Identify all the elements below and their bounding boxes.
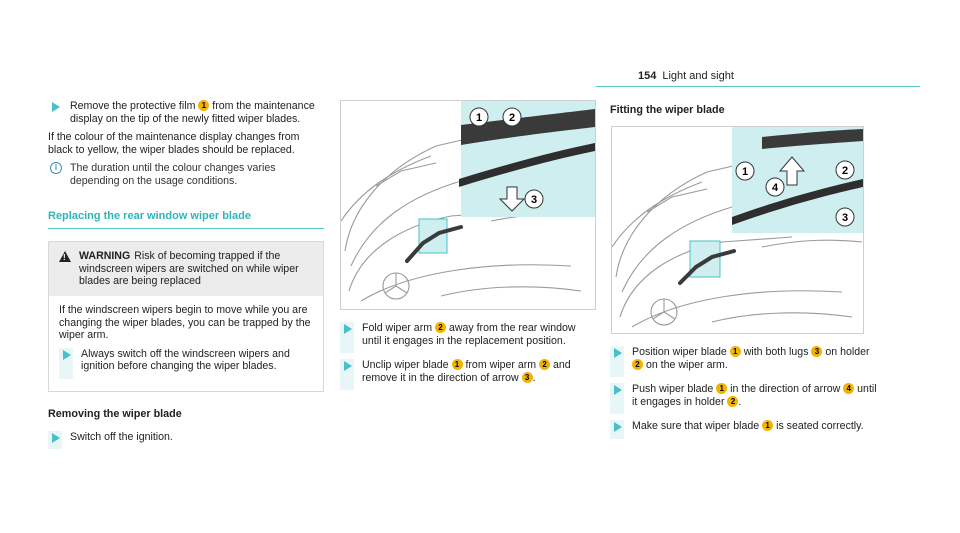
section-name: Light and sight: [662, 70, 734, 82]
svg-text:2: 2: [509, 112, 515, 124]
callout-2: 2: [539, 359, 551, 371]
warning-label: WARNING: [79, 250, 131, 263]
svg-text:4: 4: [772, 182, 779, 194]
warning-icon: [59, 251, 71, 265]
step-arrow-icon: [344, 324, 352, 334]
section-divider: [48, 228, 324, 230]
step-arrow-icon: [614, 348, 622, 358]
callout-2: 2: [727, 395, 739, 407]
step-remove-film: Remove the protective film 1 from the ma…: [48, 100, 324, 125]
column-3-steps: Position wiper blade 1 with both lugs 3 …: [610, 346, 880, 445]
paragraph-colour: If the colour of the maintenance display…: [48, 131, 300, 156]
figure2-callouts: 1 2 3 4: [735, 160, 855, 227]
callout-4: 4: [843, 383, 855, 395]
svg-text:1: 1: [742, 166, 748, 178]
figure-fit-wiper: 1 2 3 4: [611, 126, 864, 334]
step-make-sure: Make sure that wiper blade 1 is seated c…: [610, 420, 880, 439]
note-duration: i The duration until the colour changes …: [48, 162, 324, 187]
step-arrow-icon: [614, 422, 622, 433]
rear-window-illustration: 1 2 3: [341, 101, 595, 302]
wiper-blade-detail: [459, 143, 595, 187]
wiper-blade-detail: [732, 179, 863, 225]
page-number: 154: [638, 70, 657, 82]
subhead-fitting: Fitting the wiper blade: [610, 104, 725, 116]
step-fold-arm: Fold wiper arm 2 away from the rear wind…: [340, 322, 596, 354]
svg-text:2: 2: [842, 165, 848, 177]
svg-text:1: 1: [476, 112, 482, 124]
callout-3: 3: [811, 346, 823, 357]
step-arrow-icon: [614, 385, 622, 396]
page-header: 154 Light and sight: [638, 70, 734, 82]
step-push-blade: Push wiper blade 1 in the direction of a…: [610, 383, 880, 415]
column-2: Fold wiper arm 2 away from the rear wind…: [340, 322, 596, 396]
warning-body: If the windscreen wipers begin to move w…: [49, 296, 323, 391]
section-title: Replacing the rear window wiper blade: [48, 209, 251, 222]
down-arrow-icon: [498, 186, 526, 212]
callout-1: 1: [716, 383, 728, 395]
wiper-arm-detail: [762, 129, 863, 149]
callout-1: 1: [451, 359, 463, 371]
step-arrow-icon: [52, 102, 60, 112]
column-3: Fitting the wiper blade: [610, 100, 880, 127]
wiper-arm-detail: [461, 109, 595, 145]
callout-1: 1: [198, 100, 210, 111]
step-unclip: Unclip wiper blade 1 from wiper arm 2 an…: [340, 359, 596, 391]
callout-1: 1: [729, 346, 741, 357]
warning-step: Always switch off the windscreen wipers …: [59, 347, 313, 379]
subhead-removing: Removing the wiper blade: [48, 407, 182, 420]
column-1: Remove the protective film 1 from the ma…: [48, 100, 324, 455]
warning-head-text: Risk of becoming trapped if the windscre…: [79, 250, 299, 288]
step-arrow-icon: [52, 432, 60, 443]
wiper-arm-small: [678, 249, 736, 285]
figure1-callouts: 1 2 3: [469, 107, 544, 209]
callout-3: 3: [521, 371, 533, 383]
callout-1: 1: [762, 420, 774, 432]
svg-text:3: 3: [531, 194, 537, 206]
svg-text:3: 3: [842, 212, 848, 224]
step-arrow-icon: [63, 349, 71, 360]
figure-remove-wiper: 1 2 3: [340, 100, 596, 310]
wiper-arm-small: [405, 225, 463, 263]
callout-2: 2: [632, 358, 643, 370]
detail-frame: [689, 240, 721, 278]
step-position-blade: Position wiper blade 1 with both lugs 3 …: [610, 346, 880, 378]
step-switch-off: Switch off the ignition.: [48, 430, 324, 450]
info-icon: i: [50, 162, 62, 175]
up-arrow-icon: [778, 156, 806, 186]
step-arrow-icon: [344, 361, 352, 372]
rear-window-illustration-2: 1 2 3 4: [612, 127, 863, 328]
header-divider: [596, 86, 920, 87]
callout-2: 2: [435, 322, 446, 333]
